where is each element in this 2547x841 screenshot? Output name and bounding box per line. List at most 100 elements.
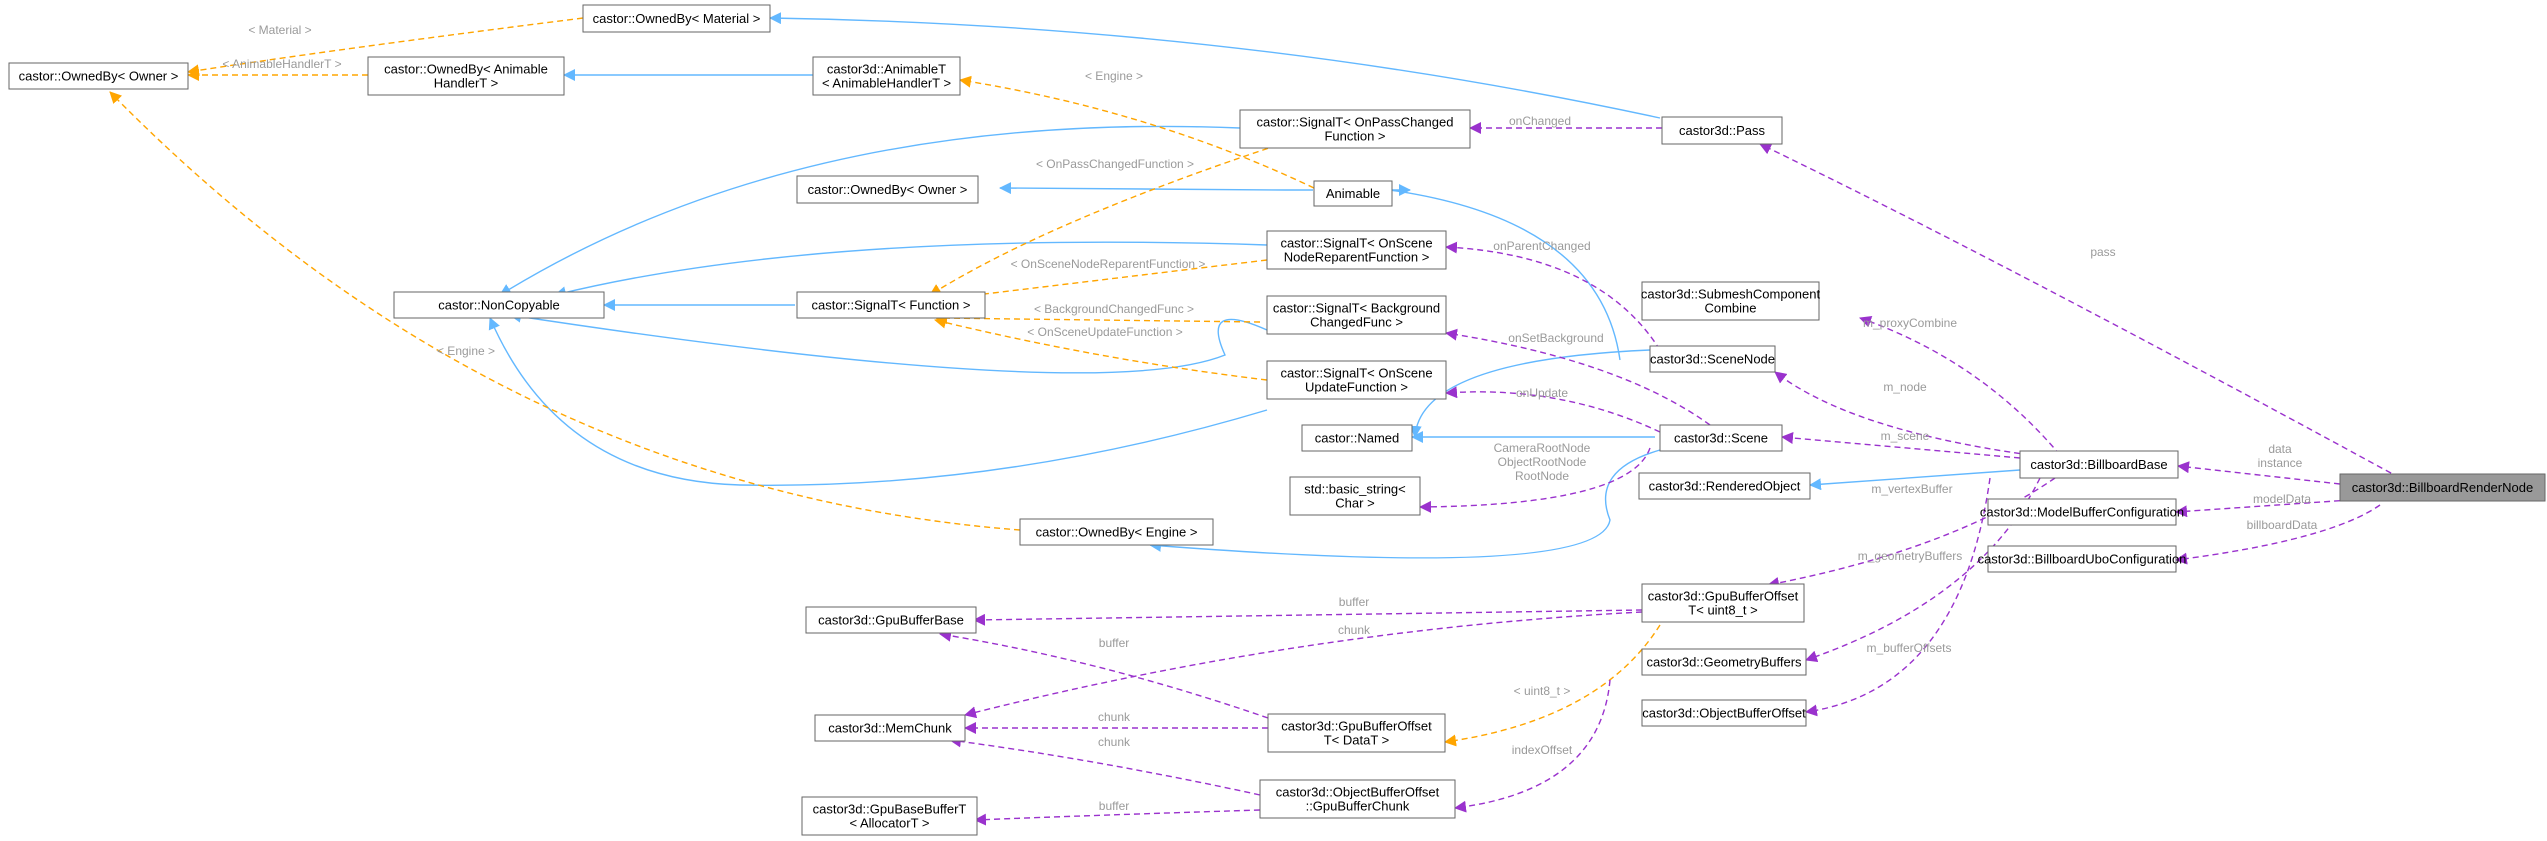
node-billboard-base[interactable]: castor3d::BillboardBase: [2019, 450, 2179, 479]
node-object-buffer-offset[interactable]: castor3d::ObjectBufferOffset: [1641, 699, 1807, 727]
edge-use-indexoffset: [1454, 679, 1611, 813]
node-box: [1987, 545, 2177, 573]
node-owned-by-engine[interactable]: castor::OwnedBy< Engine >: [1019, 518, 1214, 546]
label-index-offset: indexOffset: [1512, 743, 1573, 757]
node-box: [1661, 116, 1783, 145]
node-box: [1266, 360, 1447, 400]
label-m-buffer-offsets: m_bufferOffsets: [1867, 641, 1952, 655]
edge-use-buffer1: [973, 609, 1643, 626]
edge-inherit-onscene-nonc: [554, 241, 1268, 299]
node-owned-by-anim-handler[interactable]: castor::OwnedBy< AnimableHandlerT >: [367, 56, 565, 96]
node-label-line: std::basic_string<: [1304, 482, 1406, 497]
node-box: [1641, 281, 1820, 321]
node-scene[interactable]: castor3d::Scene: [1659, 424, 1783, 452]
node-signal-function[interactable]: castor::SignalT< Function >: [796, 291, 986, 319]
node-rendered-object[interactable]: castor3d::RenderedObject: [1638, 472, 1811, 500]
label-pass: pass: [2090, 245, 2115, 259]
node-label-line: castor3d::GeometryBuffers: [1646, 655, 1802, 670]
node-label-line: castor::SignalT< OnScene: [1280, 236, 1432, 251]
label-on-parent-changed: onParentChanged: [1493, 239, 1590, 253]
node-label-line: castor::SignalT< OnPassChanged: [1257, 115, 1454, 130]
node-signal-on-scene-node-reparent[interactable]: castor::SignalT< OnSceneNodeReparentFunc…: [1266, 230, 1447, 270]
label-chunk1: chunk: [1338, 623, 1371, 637]
edge-tpl-engine-animable: [959, 75, 1315, 189]
node-gpu-base-buffer[interactable]: castor3d::GpuBaseBufferT< AllocatorT >: [801, 796, 978, 836]
edge-tpl-uint8: [1444, 624, 1661, 747]
node-billboard-ubo-configuration[interactable]: castor3d::BillboardUboConfiguration: [1978, 545, 2187, 573]
node-box: [1659, 424, 1783, 452]
node-box: [805, 606, 977, 634]
node-box: [1289, 476, 1421, 516]
label-camera-root-node: CameraRootNode: [1494, 441, 1591, 455]
node-owned-by-material[interactable]: castor::OwnedBy< Material >: [582, 4, 771, 33]
node-box: [2019, 450, 2179, 479]
node-label-line: castor3d::GpuBufferOffset: [1648, 589, 1799, 604]
node-geometry-buffers[interactable]: castor3d::GeometryBuffers: [1641, 648, 1807, 676]
node-box: [814, 714, 966, 742]
node-mem-chunk[interactable]: castor3d::MemChunk: [814, 714, 966, 742]
edge-use-chunk1: [964, 611, 1643, 719]
edge-tpl-bg-signal: [935, 312, 1261, 325]
label-on-changed: onChanged: [1509, 114, 1571, 128]
node-basic-string[interactable]: std::basic_string<Char >: [1289, 476, 1421, 516]
label-model-data: modelData: [2253, 492, 2311, 506]
edge-use-buffer2: [939, 629, 1269, 719]
edge-use-onupdate: [1445, 386, 1661, 433]
node-box: [1313, 180, 1393, 207]
edge-inherit-onpass-nonc: [499, 125, 1241, 296]
node-animable[interactable]: Animable: [1313, 180, 1393, 207]
node-box: [582, 4, 771, 33]
node-pass[interactable]: castor3d::Pass: [1661, 116, 1783, 145]
node-box: [1239, 109, 1471, 149]
node-non-copyable[interactable]: castor::NonCopyable: [393, 291, 605, 319]
edge-use-data: [2177, 461, 2341, 485]
node-label-line: castor::OwnedBy< Owner >: [19, 69, 179, 84]
node-label-line: Char >: [1335, 496, 1374, 511]
node-scene-node[interactable]: castor3d::SceneNode: [1649, 345, 1776, 373]
node-animable-t[interactable]: castor3d::AnimableT< AnimableHandlerT >: [812, 56, 961, 96]
node-label-line: castor3d::MemChunk: [828, 721, 952, 736]
node-owned-by-owner[interactable]: castor::OwnedBy< Owner >: [8, 62, 189, 90]
label-chunk2: chunk: [1098, 710, 1131, 724]
label-billboard-data: billboardData: [2247, 518, 2318, 532]
node-box: [2339, 473, 2546, 502]
node-signal-background-changed[interactable]: castor::SignalT< BackgroundChangedFunc >: [1266, 295, 1447, 335]
label-engine-top: < Engine >: [1085, 69, 1143, 83]
label-buffer3: buffer: [1099, 799, 1129, 813]
node-model-buffer-configuration[interactable]: castor3d::ModelBufferConfiguration: [1980, 498, 2184, 526]
node-label-line: castor3d::GpuBufferOffset: [1281, 719, 1432, 734]
node-billboard-render-node[interactable]: castor3d::BillboardRenderNode: [2339, 473, 2546, 502]
node-label-line: Animable: [1326, 186, 1380, 201]
node-label-line: NodeReparentFunction >: [1284, 250, 1430, 265]
label-background-changed-fn: < BackgroundChangedFunc >: [1034, 302, 1194, 316]
node-owned-by-owner-2[interactable]: castor::OwnedBy< Owner >: [796, 175, 979, 204]
node-label-line: castor3d::GpuBaseBufferT: [813, 802, 967, 817]
node-label-line: T< DataT >: [1324, 733, 1390, 748]
node-box: [801, 796, 978, 836]
node-label-line: castor3d::BillboardBase: [2030, 457, 2167, 472]
edge-tpl-engine-owner: [109, 91, 1021, 531]
node-box: [1259, 779, 1456, 819]
node-box: [1641, 699, 1807, 727]
node-named[interactable]: castor::Named: [1301, 424, 1413, 452]
edge-use-onparentchanged: [1445, 241, 1661, 351]
node-box: [393, 291, 605, 319]
node-label-line: ::GpuBufferChunk: [1306, 799, 1410, 814]
label-m-scene: m_scene: [1881, 429, 1930, 443]
label-m-geometry-buffers: m_geometryBuffers: [1858, 549, 1963, 563]
edge-use-vertexbuffer: [1767, 477, 2056, 589]
node-signal-on-pass-changed[interactable]: castor::SignalT< OnPassChangedFunction >: [1239, 109, 1471, 149]
node-gpu-buffer-chunk[interactable]: castor3d::ObjectBufferOffset::GpuBufferC…: [1259, 779, 1456, 819]
edge-use-node: [1774, 371, 2031, 456]
node-gpu-buffer-base[interactable]: castor3d::GpuBufferBase: [805, 606, 977, 634]
node-label-line: castor::SignalT< Function >: [812, 298, 971, 313]
node-label-line: < AllocatorT >: [850, 816, 930, 831]
node-label-line: castor3d::RenderedObject: [1649, 479, 1801, 494]
node-label-line: ChangedFunc >: [1310, 315, 1403, 330]
node-signal-on-scene-update[interactable]: castor::SignalT< OnSceneUpdateFunction >: [1266, 360, 1447, 400]
node-label-line: castor::OwnedBy< Owner >: [808, 182, 968, 197]
edge-inherit-bg-nonc: [509, 310, 1268, 374]
